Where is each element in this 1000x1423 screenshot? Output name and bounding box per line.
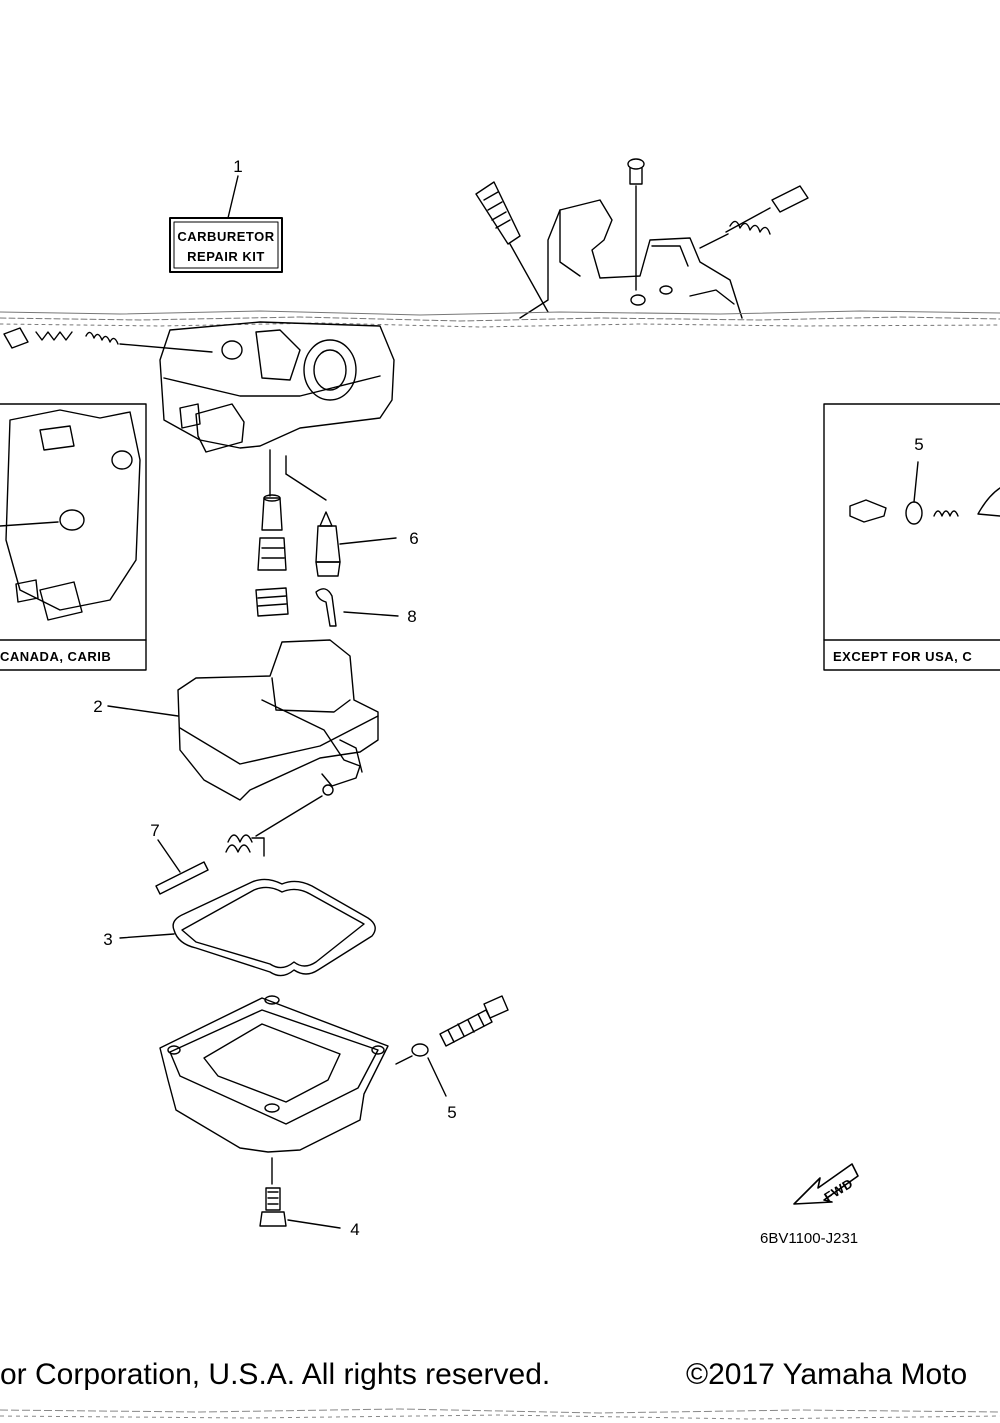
callout-4: 4 [350, 1220, 359, 1239]
callout-1: 1 [233, 157, 242, 176]
carburetor-body [159, 321, 395, 501]
callout-8: 8 [407, 607, 416, 626]
o-ring-bowl [395, 1043, 447, 1097]
repair-kit-label [169, 175, 283, 273]
callout-5-inset: 5 [914, 435, 923, 454]
kit-label-line2: REPAIR KIT [187, 249, 265, 264]
callout-6: 6 [409, 529, 418, 548]
bowl-screw [259, 1187, 341, 1229]
footer-copyright-right: ©2017 Yamaha Moto [686, 1358, 968, 1391]
kit-label-line1: CARBURETOR [177, 229, 274, 244]
footer-copyright-left: or Corporation, U.S.A. All rights reserv… [0, 1358, 551, 1391]
float [107, 639, 379, 837]
float-spring [225, 834, 265, 857]
float-bowl [159, 995, 389, 1185]
pilot-screw-left [3, 327, 213, 353]
callout-5-bowl: 5 [447, 1103, 456, 1122]
callout-2: 2 [93, 697, 102, 716]
main-jet-stack [255, 494, 289, 617]
needle-valve [315, 511, 397, 577]
float-bowl-gasket [119, 878, 376, 977]
needle-clip [315, 588, 399, 627]
inset-left-caption: CANADA, CARIB [0, 649, 111, 664]
callout-3: 3 [103, 930, 112, 949]
float-pin [155, 839, 209, 895]
drawing-number: 6BV1100-J231 [760, 1230, 858, 1247]
inset-right-frame [823, 403, 1000, 671]
torn-band [0, 310, 1000, 328]
upper-carburetor-assembly [475, 158, 809, 319]
drain-screw [439, 995, 509, 1047]
inset-left-frame [0, 403, 147, 671]
callout-7: 7 [150, 821, 159, 840]
bottom-torn-band [0, 1408, 1000, 1420]
inset-right-caption: EXCEPT FOR USA, C [833, 649, 972, 664]
fwd-badge-text: FWD [821, 1175, 855, 1204]
fwd-direction-badge [793, 1163, 859, 1205]
